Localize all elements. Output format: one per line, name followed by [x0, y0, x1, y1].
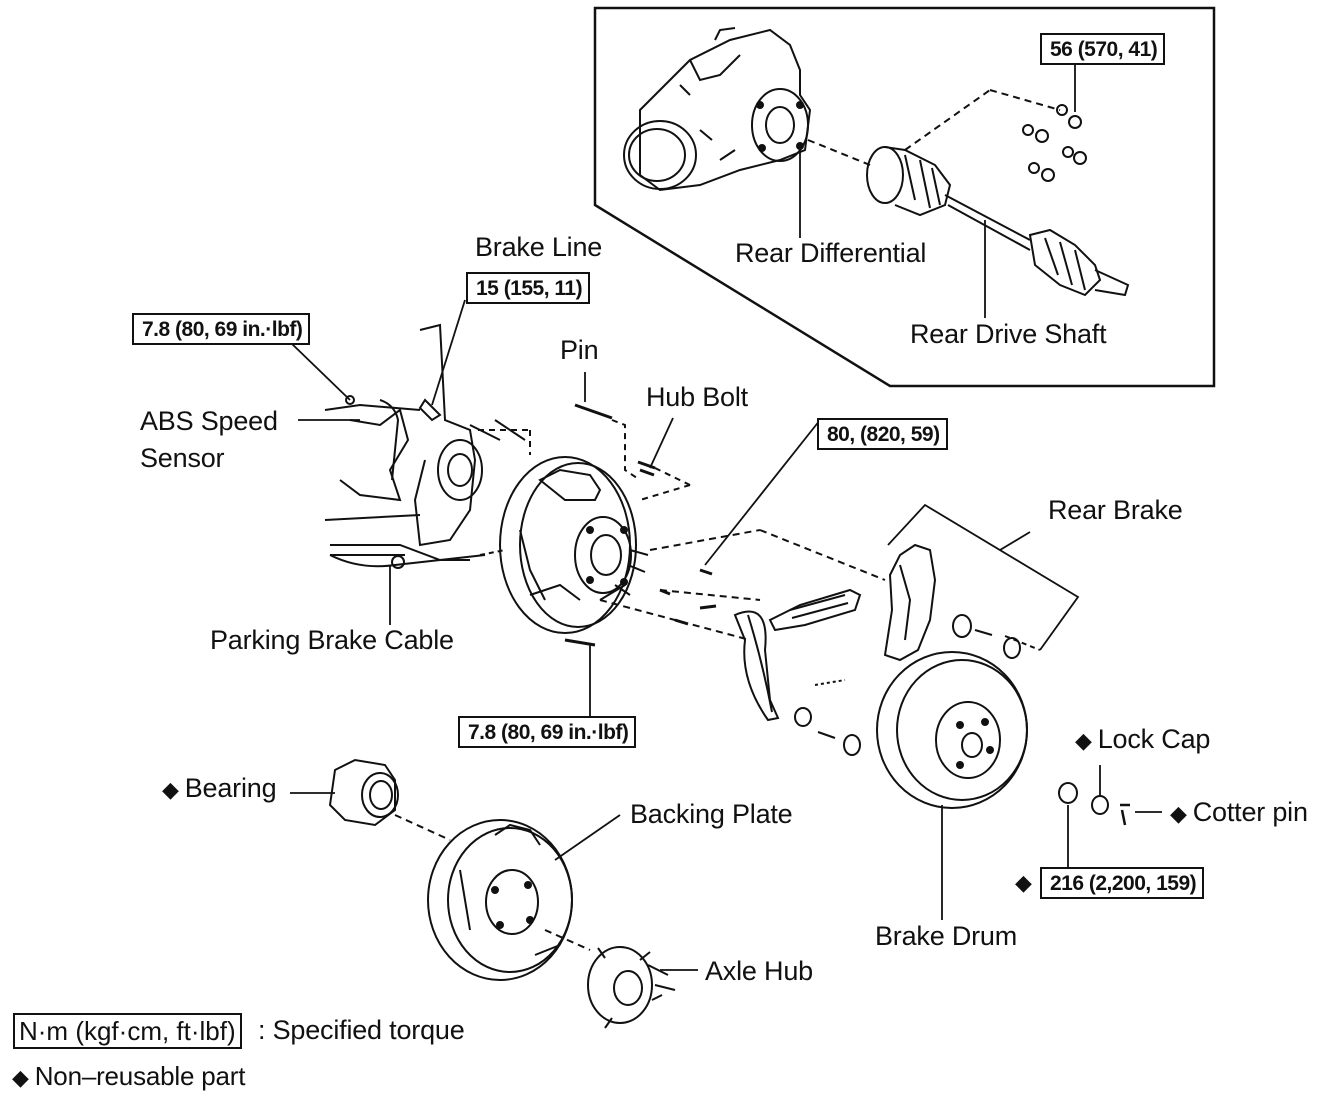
label-axle-nut-diamond: ◆ [1015, 868, 1038, 895]
legend-torque-text: : Specified torque [258, 1015, 465, 1045]
backing-plate-assembly-drawing [499, 456, 649, 634]
cotter-pin-text: Cotter pin [1192, 797, 1308, 827]
drive-shaft-nuts [1022, 104, 1087, 182]
label-abs-speed-sensor-line2: Sensor [140, 443, 225, 473]
bearing-text: Bearing [184, 773, 277, 803]
bearing-drawing [328, 758, 399, 827]
rear-drive-shaft-drawing [866, 146, 1130, 297]
torque-parking-cable: 7.8 (80, 69 in.·lbf) [458, 716, 637, 748]
torque-drive-shaft-nut: 56 (570, 41) [1040, 33, 1166, 65]
torque-axle-nut: 216 (2,200, 159) [1040, 867, 1205, 899]
torque-brake-line: 15 (155, 11) [466, 272, 591, 304]
label-cotter-pin: ◆Cotter pin [1170, 799, 1308, 826]
label-abs-speed-sensor-line1: ABS Speed [140, 406, 278, 436]
nonreusable-diamond-icon: ◆ [12, 1065, 29, 1090]
label-backing-plate: Backing Plate [630, 799, 793, 829]
brake-drum-drawing [876, 651, 1028, 809]
nonreusable-diamond-icon: ◆ [162, 777, 179, 802]
lock-cap-text: Lock Cap [1097, 724, 1211, 754]
legend-nonreusable: ◆Non–reusable part [12, 1063, 245, 1089]
axle-hub-drawing [587, 946, 676, 1029]
label-brake-line: Brake Line [475, 232, 603, 262]
backing-plate-drawing [427, 819, 573, 981]
label-rear-drive-shaft: Rear Drive Shaft [910, 319, 1107, 349]
knuckle-drawing [324, 323, 483, 561]
legend-torque-unit: N·m (kgf·cm, ft·lbf) [13, 1013, 242, 1049]
rear-differential-drawing [623, 27, 812, 192]
parking-brake-cable-drawing [329, 554, 486, 568]
label-lock-cap: ◆Lock Cap [1075, 726, 1210, 753]
torque-abs-sensor: 7.8 (80, 69 in.·lbf) [132, 313, 311, 345]
nonreusable-diamond-icon: ◆ [1170, 801, 1187, 826]
torque-hub-bolt: 80, (820, 59) [817, 418, 948, 450]
nonreusable-text: Non–reusable part [34, 1061, 246, 1091]
nonreusable-diamond-icon: ◆ [1015, 870, 1032, 895]
label-bearing: ◆Bearing [162, 773, 277, 803]
label-brake-drum: Brake Drum [875, 921, 1018, 951]
label-rear-differential: Rear Differential [735, 238, 927, 268]
label-rear-brake: Rear Brake [1048, 495, 1183, 525]
inset-frame [593, 6, 1216, 388]
label-parking-brake-cable: Parking Brake Cable [210, 625, 454, 655]
label-hub-bolt: Hub Bolt [646, 382, 748, 412]
nonreusable-diamond-icon: ◆ [1075, 728, 1092, 753]
rear-brake-shoes-drawing [733, 543, 1021, 756]
label-pin: Pin [560, 335, 599, 365]
label-axle-hub: Axle Hub [705, 956, 813, 986]
